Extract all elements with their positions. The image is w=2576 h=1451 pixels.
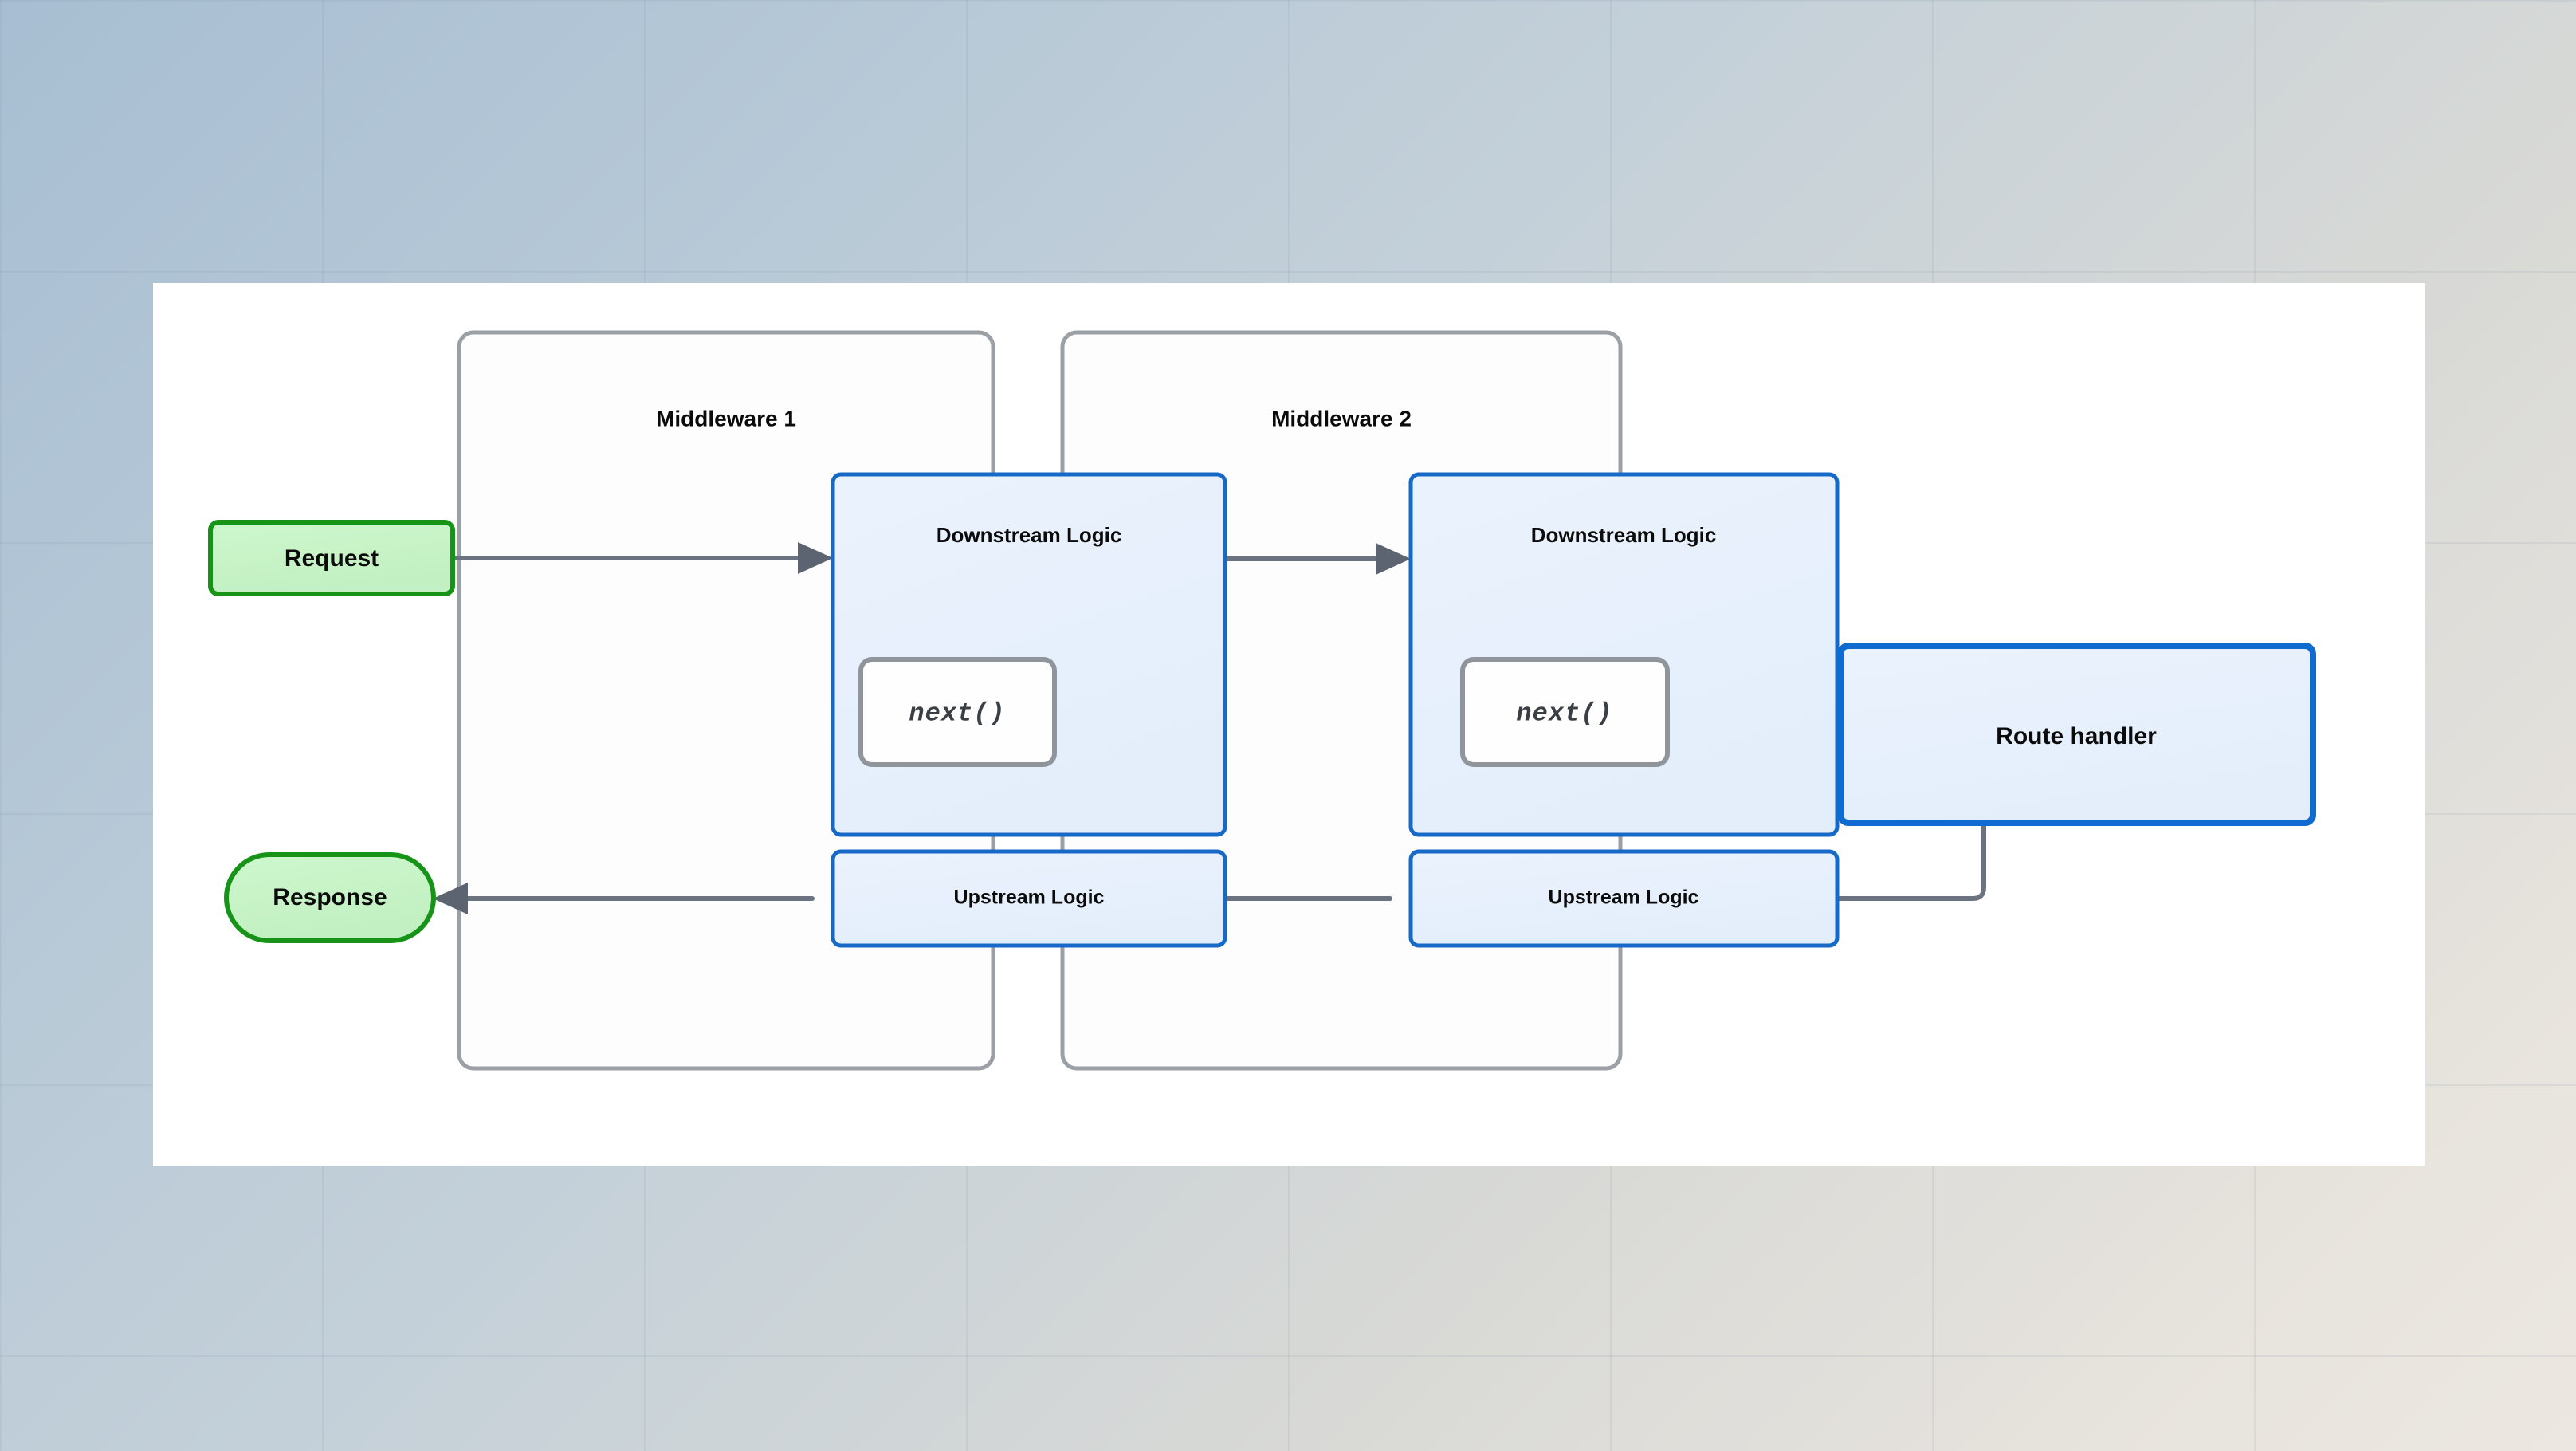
edge-request-to-downstream-1 (450, 542, 833, 574)
node-next-1-label: next() (909, 698, 1005, 728)
node-next-1[interactable]: next() (858, 657, 1057, 767)
node-next-1-box[interactable] (858, 657, 1057, 767)
cluster-middleware-1-label: Middleware 1 (656, 406, 796, 431)
node-next-2-box[interactable] (1460, 657, 1670, 767)
node-downstream-logic-2[interactable]: Downstream Logic (1408, 472, 1840, 837)
node-upstream-logic-1[interactable]: Upstream Logic (831, 849, 1227, 948)
node-response-label: Response (273, 884, 387, 910)
node-upstream-logic-1-box[interactable] (831, 849, 1227, 948)
node-upstream-logic-2-box[interactable] (1408, 849, 1840, 948)
edge-request-to-downstream-1-arrowhead (798, 542, 833, 574)
diagram-canvas: Middleware 1 Middleware 2 (153, 283, 2425, 1166)
edge-next1-to-downstream-2-arrowhead (1376, 543, 1411, 575)
cluster-middleware-2-label: Middleware 2 (1271, 406, 1412, 431)
edge-upstream-1-to-response (433, 883, 815, 914)
edge-upstream-1-to-response-arrowhead (433, 883, 468, 914)
node-request-label: Request (285, 545, 379, 572)
node-upstream-logic-1-label: Upstream Logic (954, 887, 1105, 909)
node-route-handler[interactable]: Route handler (1837, 643, 2316, 826)
node-downstream-logic-1-label: Downstream Logic (937, 523, 1122, 547)
edge-route-handler-to-upstream-2-path (1721, 820, 1986, 901)
node-upstream-logic-2[interactable]: Upstream Logic (1408, 849, 1840, 948)
node-upstream-logic-2-label: Upstream Logic (1549, 887, 1699, 909)
node-route-handler-box[interactable] (1837, 643, 2316, 826)
node-route-handler-label: Route handler (1996, 723, 2157, 749)
node-next-2-label: next() (1516, 698, 1612, 728)
node-response[interactable]: Response (224, 852, 436, 943)
node-downstream-logic-2-label: Downstream Logic (1531, 523, 1717, 547)
node-request-box[interactable] (208, 520, 455, 596)
node-response-box[interactable] (224, 852, 436, 943)
node-next-2[interactable]: next() (1460, 657, 1670, 767)
node-request[interactable]: Request (208, 520, 455, 596)
node-downstream-logic-1[interactable]: Downstream Logic (831, 472, 1227, 837)
middleware-flowchart: Middleware 1 Middleware 2 (208, 330, 2316, 1071)
